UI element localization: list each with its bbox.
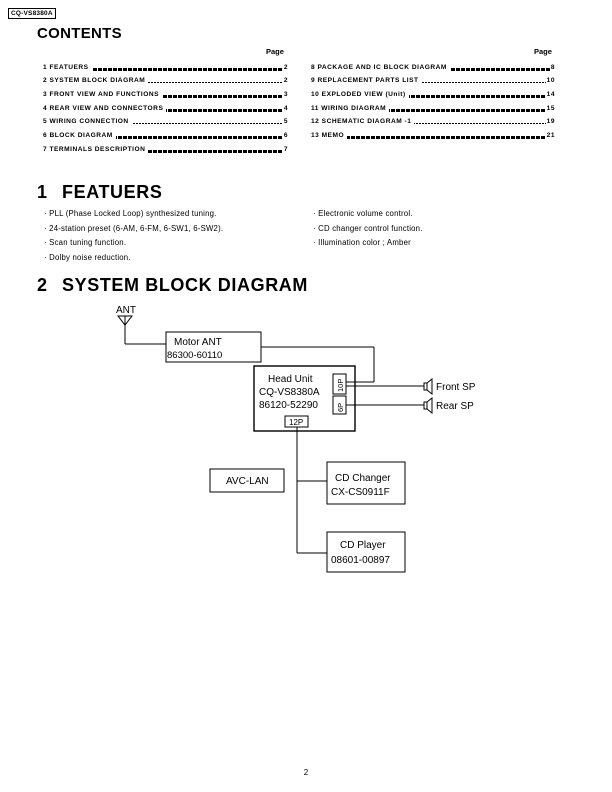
head-unit-box <box>253 365 356 432</box>
feature-item: · Dolby noise reduction. <box>44 253 131 262</box>
toc-entry-page: 6 <box>282 132 288 139</box>
page-column-label-left: Page <box>266 47 284 56</box>
section-2-heading: 2 SYSTEM BLOCK DIAGRAM <box>37 275 308 296</box>
model-tag: CQ-VS8380A <box>8 8 56 19</box>
feature-item: · CD changer control function. <box>313 224 423 233</box>
toc-entry-page: 2 <box>282 77 288 84</box>
toc-entry[interactable]: 12 SCHEMATIC DIAGRAM -1 19 <box>311 118 555 128</box>
toc-entry[interactable]: 13 MEMO 21 <box>311 132 555 142</box>
connector-12p-label: 12P <box>289 418 303 427</box>
ant-label: ANT <box>116 305 136 316</box>
toc-entry[interactable]: 8 PACKAGE AND IC BLOCK DIAGRAM 8 <box>311 64 555 74</box>
connector-10p <box>332 373 347 395</box>
motor-ant-part: 86300-60110 <box>167 350 222 361</box>
toc-entry[interactable]: 2 SYSTEM BLOCK DIAGRAM 2 <box>43 77 288 87</box>
toc-entry[interactable]: 7 TERMINALS DESCRIPTION 7 <box>43 146 288 156</box>
cd-player-box <box>326 531 406 573</box>
toc-entry-label: 6 BLOCK DIAGRAM <box>43 132 116 139</box>
contents-title: CONTENTS <box>37 25 122 42</box>
feature-item: · Scan tuning function. <box>44 238 127 247</box>
cd-changer-label: CD Changer <box>335 473 391 484</box>
toc-entry[interactable]: 4 REAR VIEW AND CONNECTORS 4 <box>43 105 288 115</box>
page-number: 2 <box>303 768 309 777</box>
toc-entry-label: 1 FEATUERS <box>43 64 92 71</box>
connector-10p-label: 10P <box>336 379 345 392</box>
toc-entry[interactable]: 11 WIRING DIAGRAM 15 <box>311 105 555 115</box>
connector-6p-label: 6P <box>336 403 345 412</box>
section-title: SYSTEM BLOCK DIAGRAM <box>62 275 308 295</box>
toc-entry-label: 10 EXPLODED VIEW (Unit) <box>311 91 409 98</box>
toc-entry-label: 2 SYSTEM BLOCK DIAGRAM <box>43 77 149 84</box>
cd-player-part: 08601-00897 <box>331 555 390 566</box>
avc-lan-label: AVC-LAN <box>226 476 269 487</box>
toc-entry-label: 5 WIRING CONNECTION <box>43 118 132 125</box>
toc-entry-label: 13 MEMO <box>311 132 348 139</box>
head-unit-model: CQ-VS8380A <box>259 387 320 398</box>
section-1-heading: 1 FEATUERS <box>37 182 162 203</box>
section-title: FEATUERS <box>62 182 163 202</box>
rear-sp-label: Rear SP <box>436 401 474 412</box>
toc-entry-page: 19 <box>545 118 555 125</box>
toc-entry[interactable]: 5 WIRING CONNECTION 5 <box>43 118 288 128</box>
feature-item: · 24-station preset (6-AM, 6-FM, 6-SW1, … <box>44 224 224 233</box>
toc-entry-page: 21 <box>545 132 555 139</box>
toc-entry-page: 2 <box>282 64 288 71</box>
toc-entry-page: 15 <box>545 105 555 112</box>
section-number: 1 <box>37 182 48 202</box>
toc-entry-page: 4 <box>282 105 288 112</box>
cd-changer-model: CX-CS0911F <box>331 487 390 498</box>
toc-entry-page: 5 <box>282 118 288 125</box>
head-unit-part: 86120-52290 <box>259 400 318 411</box>
page-column-label-right: Page <box>534 47 552 56</box>
toc-entry-page: 7 <box>282 146 288 153</box>
toc-entry-label: 3 FRONT VIEW AND FUNCTIONS <box>43 91 163 98</box>
toc-entry-page: 3 <box>282 91 288 98</box>
toc-entry-label: 9 REPLACEMENT PARTS LIST <box>311 77 422 84</box>
cd-changer-box <box>326 461 406 505</box>
toc-entry[interactable]: 1 FEATUERS 2 <box>43 64 288 74</box>
toc-entry[interactable]: 3 FRONT VIEW AND FUNCTIONS 3 <box>43 91 288 101</box>
avc-lan-box <box>209 468 285 493</box>
toc-entry[interactable]: 9 REPLACEMENT PARTS LIST 10 <box>311 77 555 87</box>
toc-entry-page: 10 <box>545 77 555 84</box>
toc-entry[interactable]: 6 BLOCK DIAGRAM 6 <box>43 132 288 142</box>
toc-entry-label: 4 REAR VIEW AND CONNECTORS <box>43 105 167 112</box>
cd-player-label: CD Player <box>340 540 386 551</box>
toc-entry-label: 11 WIRING DIAGRAM <box>311 105 390 112</box>
front-sp-label: Front SP <box>436 382 476 393</box>
toc-entry-page: 14 <box>545 91 555 98</box>
feature-item: · Electronic volume control. <box>313 209 413 218</box>
toc-entry-label: 7 TERMINALS DESCRIPTION <box>43 146 149 153</box>
head-unit-label: Head Unit <box>268 374 313 385</box>
feature-item: · PLL (Phase Locked Loop) synthesized tu… <box>44 209 217 218</box>
feature-item: · Illumination color ; Amber <box>313 238 411 247</box>
toc-entry-label: 12 SCHEMATIC DIAGRAM -1 <box>311 118 415 125</box>
motor-ant-label: Motor ANT <box>174 337 222 348</box>
section-number: 2 <box>37 275 48 295</box>
toc-entry-label: 8 PACKAGE AND IC BLOCK DIAGRAM <box>311 64 450 71</box>
toc-entry-page: 8 <box>549 64 555 71</box>
toc-entry[interactable]: 10 EXPLODED VIEW (Unit) 14 <box>311 91 555 101</box>
